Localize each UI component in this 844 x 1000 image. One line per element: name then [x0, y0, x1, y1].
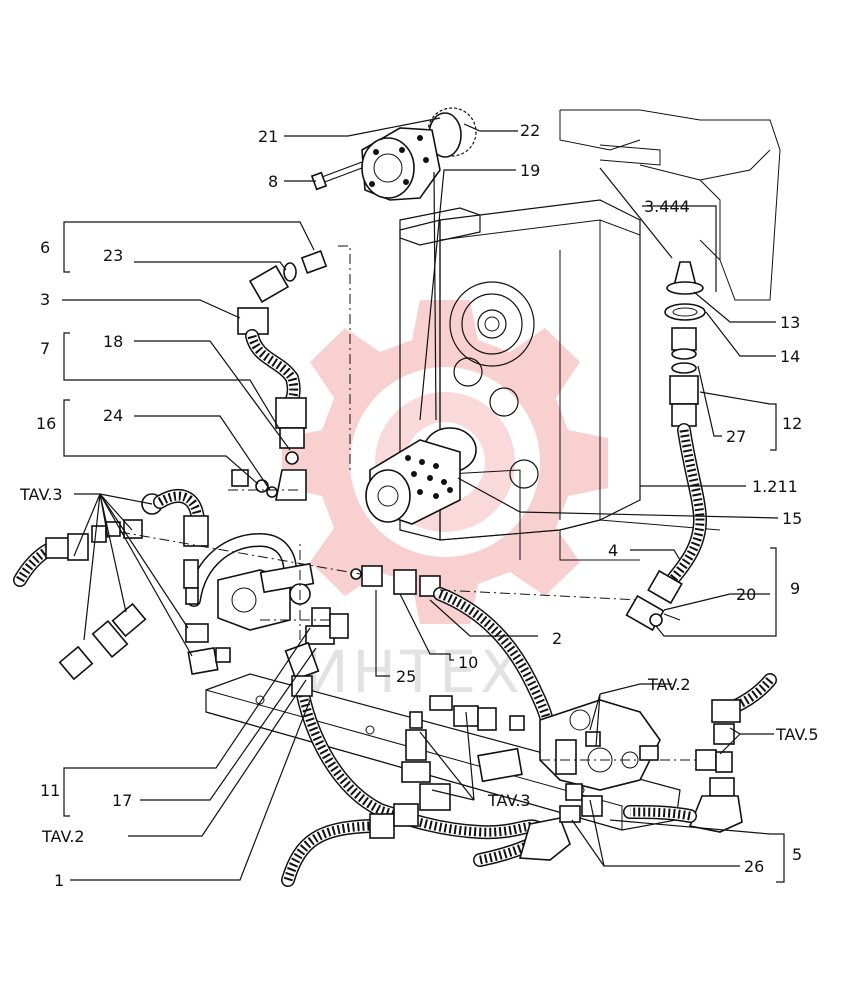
- callout-tav2-right: TAV.2: [647, 675, 691, 694]
- callout-3: 3: [40, 290, 50, 309]
- distributor-block: [365, 427, 477, 525]
- leader-lines: [62, 117, 785, 883]
- callout-18: 18: [103, 332, 123, 351]
- bottom-hoses: [281, 641, 603, 887]
- left-fitting-cluster: [13, 489, 315, 681]
- callout-20: 20: [736, 585, 756, 604]
- callout-tav3-bottom: TAV.3: [487, 791, 531, 810]
- callout-22: 22: [520, 121, 540, 140]
- callout-tav3-top: TAV.3: [19, 485, 63, 504]
- callout-27: 27: [726, 427, 746, 446]
- callout-tav2-bottom: TAV.2: [41, 827, 85, 846]
- callout-19: 19: [520, 161, 540, 180]
- callout-15: 15: [782, 509, 802, 528]
- callout-23: 23: [103, 246, 123, 265]
- pump-assembly: [310, 107, 477, 201]
- left-elbow-hose: [231, 250, 328, 501]
- callout-16: 16: [36, 414, 56, 433]
- right-fittings: [623, 673, 777, 833]
- callout-25: 25: [396, 667, 416, 686]
- callout-11: 11: [40, 781, 60, 800]
- watermark-text: ИНТЕХ: [305, 638, 524, 706]
- callout-5: 5: [792, 845, 802, 864]
- callout-10: 10: [458, 653, 478, 672]
- callout-21: 21: [258, 127, 278, 146]
- right-hose-assembly: [625, 261, 708, 632]
- callout-14: 14: [780, 347, 800, 366]
- callout-1: 1: [54, 871, 64, 890]
- center-lines: [119, 245, 700, 761]
- callout-17: 17: [112, 791, 132, 810]
- callout-12: 12: [782, 414, 802, 433]
- callout-13: 13: [780, 313, 800, 332]
- callout-6: 6: [40, 238, 50, 257]
- callout-tav5: TAV.5: [775, 725, 819, 744]
- callout-1211: 1.211: [752, 477, 798, 496]
- callout-3444: 3.444: [644, 197, 690, 216]
- callout-8: 8: [268, 172, 278, 191]
- callout-4: 4: [608, 541, 618, 560]
- callout-7: 7: [40, 339, 50, 358]
- callout-26: 26: [744, 857, 764, 876]
- callout-24: 24: [103, 406, 123, 425]
- callout-9: 9: [790, 579, 800, 598]
- callout-labels: 21 22 8 19 3.444 6 23 3 13 7 18 14 16 24…: [19, 121, 819, 890]
- callout-2: 2: [552, 629, 562, 648]
- base-plate-valve: [205, 673, 681, 831]
